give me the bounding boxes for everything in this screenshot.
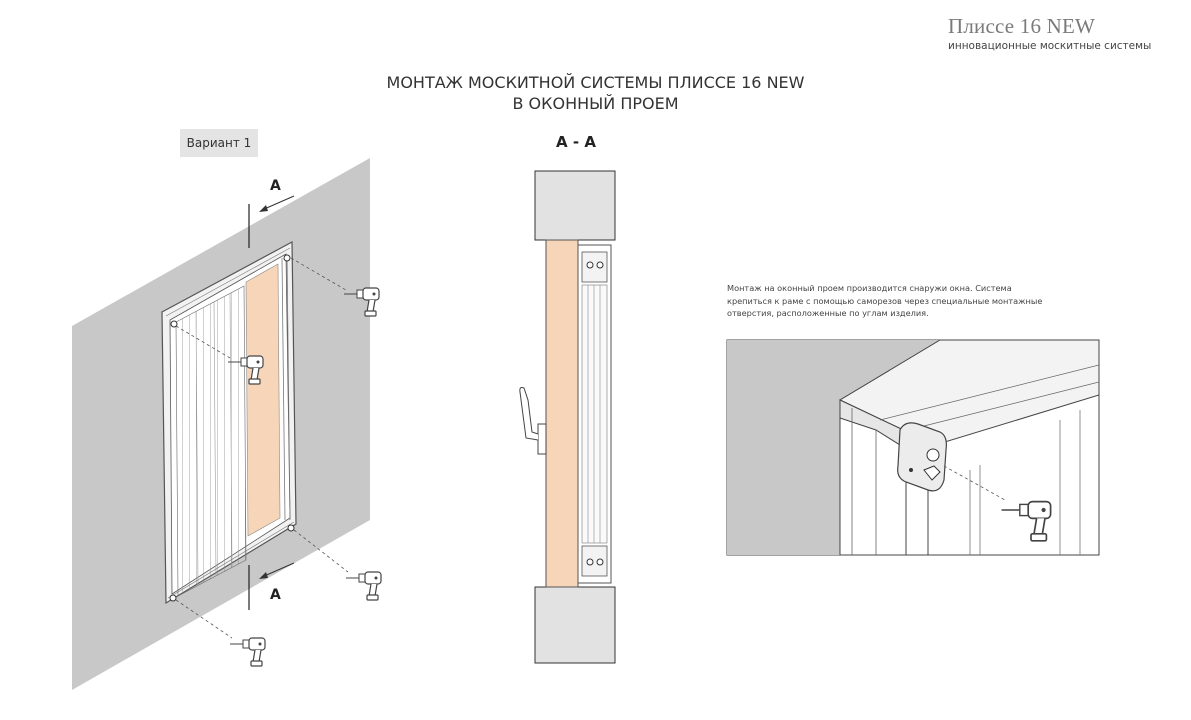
screw-icon bbox=[283, 254, 291, 262]
window-sash bbox=[545, 239, 579, 588]
page-title-line-2: В ОКОННЫЙ ПРОЕМ bbox=[512, 94, 679, 113]
variant-badge: Вариант 1 bbox=[180, 129, 258, 157]
wall-block-top bbox=[534, 170, 616, 241]
isometric-view: А А bbox=[72, 158, 382, 690]
drill-icon bbox=[229, 637, 266, 667]
detail-view bbox=[726, 339, 1100, 556]
screw-icon bbox=[169, 594, 177, 602]
wall-block-bottom bbox=[534, 586, 616, 664]
cut-arrow-icon bbox=[259, 195, 295, 212]
window-handle-icon bbox=[519, 387, 547, 455]
screw-icon bbox=[287, 524, 295, 532]
screw-icon bbox=[586, 261, 594, 269]
screw-icon bbox=[586, 558, 594, 566]
screw-icon bbox=[596, 558, 604, 566]
description-line-2: крепиться к раме с помощью саморезов чер… bbox=[727, 295, 1043, 306]
brand-title: Плиссе 16 NEW bbox=[948, 14, 1096, 38]
brand: Плиссе 16 NEW инновационные москитные си… bbox=[948, 14, 1178, 52]
description-line-3: отверстия, расположенные по углам издели… bbox=[727, 308, 929, 318]
section-view bbox=[519, 170, 616, 664]
screw-icon bbox=[926, 448, 940, 462]
cut-arrow-icon bbox=[259, 562, 295, 579]
screw-icon bbox=[596, 261, 604, 269]
mesh-open-area bbox=[245, 263, 281, 537]
section-label: А - А bbox=[556, 133, 596, 151]
pleated-screen-frame bbox=[161, 241, 297, 605]
brand-subtitle: инновационные москитные системы bbox=[948, 40, 1152, 52]
description-line-1: Монтаж на оконный проем производится сна… bbox=[727, 283, 1012, 293]
page-title-line-1: МОНТАЖ МОСКИТНОЙ СИСТЕМЫ ПЛИССЕ 16 NEW bbox=[386, 73, 805, 92]
mounting-description: Монтаж на оконный проем производится сна… bbox=[727, 282, 1057, 320]
drill-icon bbox=[345, 571, 382, 601]
screw-icon bbox=[170, 320, 178, 328]
detail-wall bbox=[727, 340, 940, 555]
cut-label-bottom: А bbox=[270, 587, 281, 603]
page-title: МОНТАЖ МОСКИТНОЙ СИСТЕМЫ ПЛИССЕ 16 NEW В… bbox=[0, 72, 1191, 114]
cut-label-top: А bbox=[270, 178, 281, 194]
